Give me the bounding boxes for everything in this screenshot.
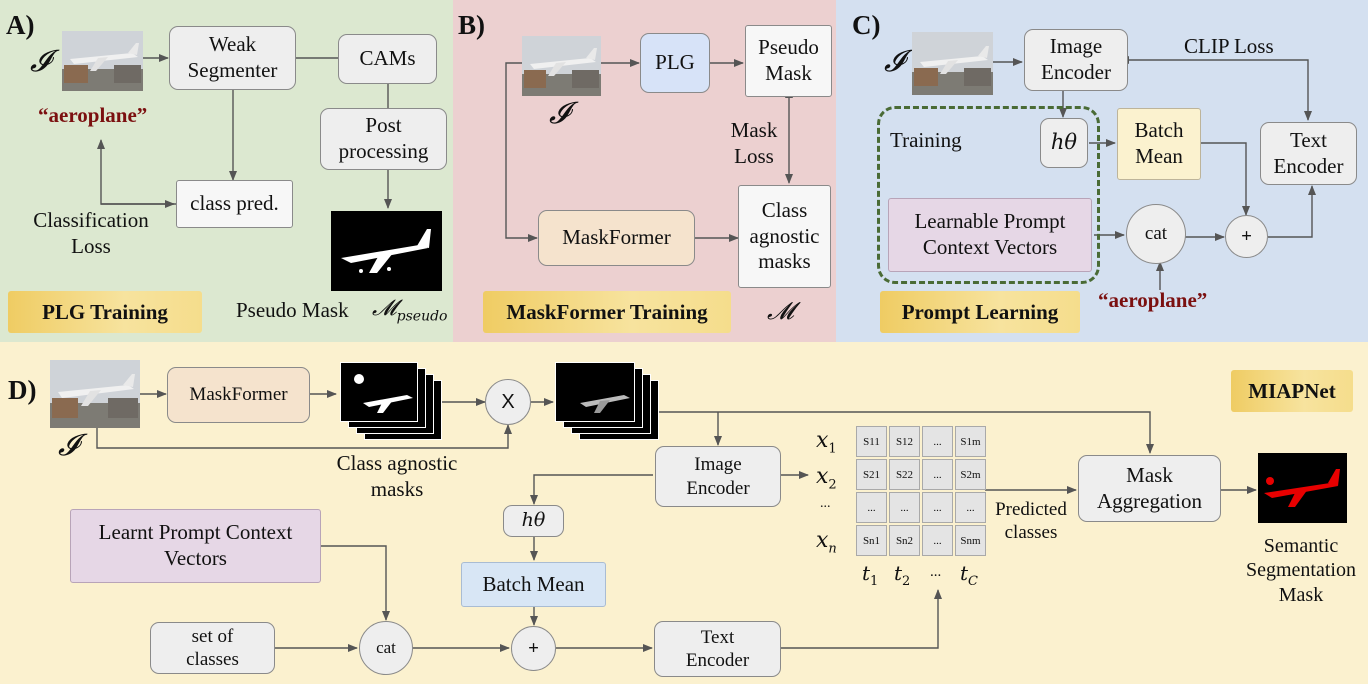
prompt-learning-banner: Prompt Learning xyxy=(880,291,1080,333)
multiply-node: X xyxy=(485,379,531,425)
plus-node-d: + xyxy=(511,626,556,671)
matrix-cell: ... xyxy=(922,492,953,523)
aeroplane-photo-a xyxy=(62,31,143,91)
learnable-prompt-box: Learnable Prompt Context Vectors xyxy=(888,198,1092,272)
maskformer-box-d: MaskFormer xyxy=(167,367,310,423)
plg-training-banner: PLG Training xyxy=(8,291,202,333)
matrix-cell: S2m xyxy=(955,459,986,490)
cat-label-c: cat xyxy=(1144,223,1168,244)
col-label-t1: t1 xyxy=(862,561,879,589)
class-agnostic-masks-label-d: Class agnostic masks xyxy=(336,451,458,501)
cams-box: CAMs xyxy=(338,34,437,84)
class-agnostic-masks-box-b: Class agnostic masks xyxy=(738,185,831,288)
pseudo-mask-symbol: 𝓜pseudo xyxy=(372,296,447,324)
matrix-cell: ... xyxy=(889,492,920,523)
maskformer-training-banner: MaskFormer Training xyxy=(483,291,731,333)
similarity-matrix: S11 S12 ... S1m S21 S22 ... S2m ... ... … xyxy=(856,426,986,556)
plus-label-c: + xyxy=(1241,225,1252,247)
mask-aggregation-box: Mask Aggregation xyxy=(1078,455,1221,522)
class-word-a: “aeroplane” xyxy=(38,103,148,127)
matrix-cell: S1m xyxy=(955,426,986,457)
set-of-classes-box: set of classes xyxy=(150,622,275,674)
aeroplane-photo-d xyxy=(50,360,140,428)
row-label-x2: x2 xyxy=(816,464,837,493)
aeroplane-photo-b xyxy=(522,36,601,96)
semantic-mask-label: Semantic Segmentation Mask xyxy=(1246,535,1356,606)
image-encoder-box-d: Image Encoder xyxy=(655,446,781,507)
batch-mean-box-d: Batch Mean xyxy=(461,562,606,607)
panel-c-letter: C) xyxy=(852,10,881,40)
image-encoder-box-c: Image Encoder xyxy=(1024,29,1128,91)
mask-symbol-b: 𝓜 xyxy=(767,297,794,325)
matrix-cell: ... xyxy=(955,492,986,523)
row-label-x1: x1 xyxy=(816,428,837,457)
matrix-cell: ... xyxy=(922,525,953,556)
matrix-cell: Sn1 xyxy=(856,525,887,556)
h-theta-label-d: hθ xyxy=(521,509,546,532)
learnt-prompt-box: Learnt Prompt Context Vectors xyxy=(70,509,321,583)
plus-node-c: + xyxy=(1225,215,1268,258)
h-theta-box-d: hθ xyxy=(503,505,564,537)
col-label-tc: tC xyxy=(960,561,978,589)
class-word-c: “aeroplane” xyxy=(1098,288,1208,312)
row-label-ellipsis: ... xyxy=(820,496,831,511)
semantic-mask-image xyxy=(1258,453,1347,523)
matrix-cell: S22 xyxy=(889,459,920,490)
matrix-cell: ... xyxy=(856,492,887,523)
matrix-cell: Snm xyxy=(955,525,986,556)
input-image-symbol-c: 𝓘 xyxy=(884,44,905,79)
predicted-classes-label: Predicted classes xyxy=(995,499,1067,544)
matrix-cell: S21 xyxy=(856,459,887,490)
panel-d-letter: D) xyxy=(8,375,37,405)
pseudo-mask-symbol-main: 𝓜 xyxy=(372,296,397,321)
input-image-symbol-b: 𝓘 xyxy=(549,96,570,131)
batch-mean-box-c: Batch Mean xyxy=(1117,108,1201,180)
h-theta-label-c: hθ xyxy=(1050,130,1078,155)
masked-layer xyxy=(555,362,635,422)
cat-label-d: cat xyxy=(376,638,396,657)
input-image-symbol-d: 𝓘 xyxy=(58,428,79,463)
training-label: Training xyxy=(890,128,962,152)
h-theta-box-c: hθ xyxy=(1040,118,1088,168)
cat-node-d: cat xyxy=(359,621,413,675)
miapnet-banner: MIAPNet xyxy=(1231,370,1353,412)
input-image-symbol-a: 𝓘 xyxy=(30,44,51,79)
matrix-cell: Sn2 xyxy=(889,525,920,556)
post-processing-box: Post processing xyxy=(320,108,447,170)
col-label-t2: t2 xyxy=(894,561,911,589)
cat-node-c: cat xyxy=(1126,204,1186,264)
col-label-ellipsis: ... xyxy=(930,564,942,580)
plus-label-d: + xyxy=(528,637,539,659)
mask-layer xyxy=(340,362,418,422)
weak-segmenter-box: Weak Segmenter xyxy=(169,26,296,90)
text-encoder-box-d: Text Encoder xyxy=(654,621,781,677)
maskformer-box-b: MaskFormer xyxy=(538,210,695,266)
mask-loss-label: Mask Loss xyxy=(730,118,778,168)
panel-b-letter: B) xyxy=(458,10,485,40)
row-label-xn: xn xyxy=(816,528,837,557)
plg-box: PLG xyxy=(640,33,710,93)
matrix-cell: ... xyxy=(922,426,953,457)
matrix-cell: S12 xyxy=(889,426,920,457)
matrix-cell: ... xyxy=(922,459,953,490)
clip-loss-label: CLIP Loss xyxy=(1184,34,1274,58)
class-agnostic-masks-stack xyxy=(340,362,442,440)
multiply-label: X xyxy=(501,390,515,413)
class-pred-box: class pred. xyxy=(176,180,293,228)
aeroplane-photo-c xyxy=(912,32,993,95)
training-dashed-region xyxy=(877,106,1100,284)
classification-loss-label: Classification Loss xyxy=(33,208,149,258)
pseudo-mask-box: Pseudo Mask xyxy=(745,25,832,97)
pseudo-mask-image xyxy=(331,211,442,291)
pseudo-mask-label: Pseudo Mask xyxy=(236,298,349,322)
matrix-cell: S11 xyxy=(856,426,887,457)
pseudo-mask-subscript: pseudo xyxy=(396,308,448,325)
panel-a-letter: A) xyxy=(6,10,35,40)
text-encoder-box-c: Text Encoder xyxy=(1260,122,1357,185)
masked-images-stack xyxy=(555,362,659,440)
